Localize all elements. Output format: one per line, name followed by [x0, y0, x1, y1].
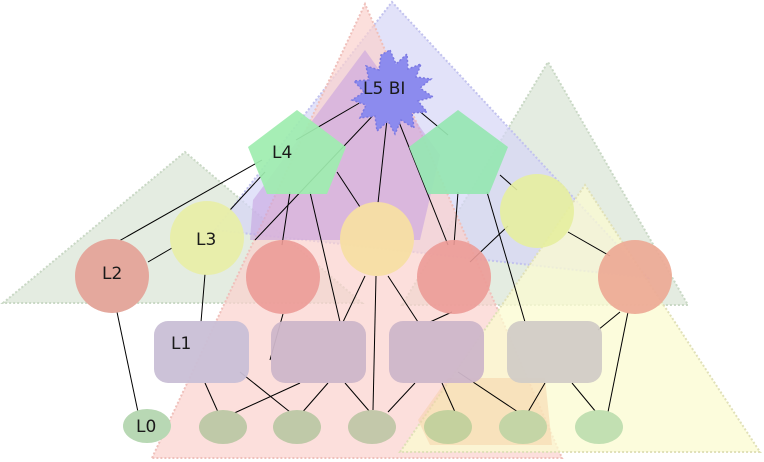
- edge-l4-l1b: [309, 191, 341, 323]
- edge-l1c-l0e: [441, 382, 456, 413]
- l0-node: [273, 410, 321, 444]
- l1-node: [507, 321, 602, 383]
- level-1-nodes: [154, 321, 602, 383]
- l1-node: [271, 321, 366, 383]
- l2-node: [246, 240, 320, 314]
- edge-l1c-l0d: [387, 382, 416, 413]
- l0-node: [123, 409, 171, 443]
- edge-l5-l3-mid: [377, 109, 389, 204]
- edge-l3r-l2d: [567, 231, 611, 257]
- edge-l3mid-l1b: [342, 275, 366, 323]
- level-3-nodes: [170, 174, 574, 276]
- edge-l4r-l1d: [486, 191, 526, 323]
- edge-l1a-l0a: [204, 382, 219, 413]
- edge-l5-l2-b: [394, 111, 449, 246]
- label-l1: L1: [171, 334, 191, 354]
- level-2-nodes: [75, 239, 672, 314]
- l3-node: [340, 202, 414, 276]
- edge-l2d-l1d: [597, 311, 621, 331]
- label-l3: L3: [196, 230, 216, 250]
- edge-l4-l3mid: [336, 171, 361, 208]
- l5-star-node: [350, 48, 435, 136]
- edge-l4r-l2c: [453, 191, 459, 246]
- l1-node: [389, 321, 484, 383]
- edge-l4-l2: [111, 159, 263, 246]
- edge-l2d-l0: [607, 311, 629, 413]
- l0-node: [499, 410, 547, 444]
- edge-l3mid-l1c: [387, 275, 419, 323]
- l3-node: [500, 174, 574, 248]
- l3-node: [170, 201, 244, 275]
- l0-node: [424, 410, 472, 444]
- edge-l1b-l0c: [299, 382, 329, 416]
- edge-l4-l2b: [281, 191, 291, 246]
- l0-node: [575, 410, 623, 444]
- edge-l2-l0: [116, 311, 139, 413]
- level-0-nodes: [123, 409, 623, 444]
- edge-l3mid-l0: [372, 275, 377, 411]
- edge-l1a-l0b: [239, 371, 291, 413]
- l2-node: [598, 240, 672, 314]
- level-4-nodes: [248, 110, 508, 194]
- l4-node: [248, 110, 346, 194]
- l2-node: [75, 239, 149, 313]
- l2-node: [417, 240, 491, 314]
- l0-node: [348, 410, 396, 444]
- edge-l4-l3: [229, 171, 266, 211]
- label-l2: L2: [102, 264, 122, 284]
- label-l4: L4: [272, 143, 292, 163]
- edge-l1b-l0d: [344, 382, 371, 413]
- l4-node: [409, 110, 508, 194]
- edge-l3-l1: [200, 273, 206, 323]
- edge-l1d-l0g: [571, 382, 597, 413]
- edge-l1d-l0f: [527, 382, 546, 413]
- edges: [111, 97, 629, 416]
- edge-l1b-l0a: [229, 382, 301, 416]
- label-l5: L5 BI: [363, 79, 405, 99]
- label-l0: L0: [136, 417, 156, 437]
- edge-l3-l2: [147, 247, 173, 263]
- l0-node: [199, 410, 247, 444]
- l1-node: [154, 321, 249, 383]
- edge-l2c-l1c: [429, 311, 453, 323]
